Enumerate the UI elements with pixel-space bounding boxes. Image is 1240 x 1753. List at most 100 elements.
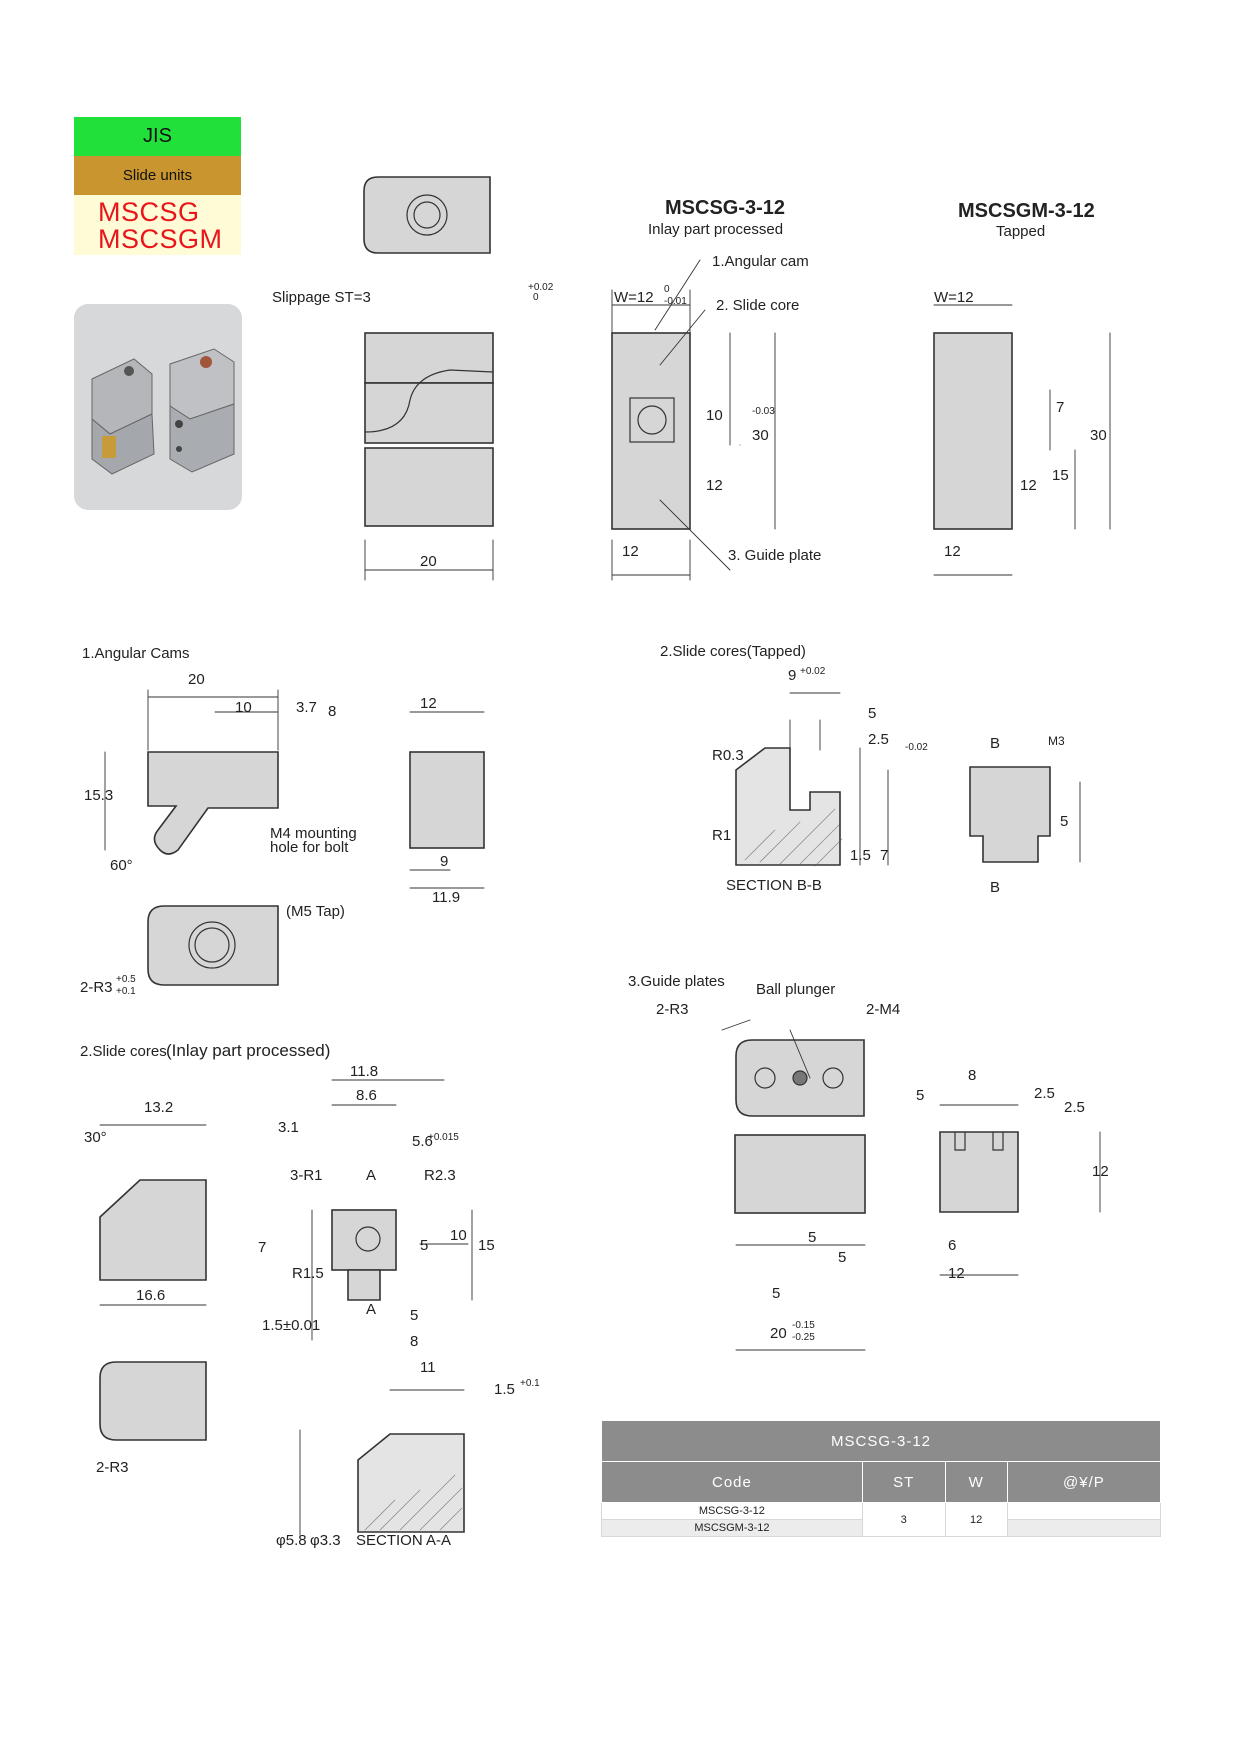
tapped-b-top: B [990,735,1000,752]
guide-d5-end: 5 [916,1087,924,1104]
inlay-d58: φ5.8 [276,1532,307,1549]
dim-12-m2: 12 [1020,477,1037,494]
angular-cam-plan [147,905,279,986]
inlay-r23: R2.3 [424,1167,456,1184]
inlay-r3: 2-R3 [96,1459,129,1476]
inlay-core-front [331,1209,397,1271]
inlay-d56: 5.6 [412,1133,433,1150]
inlay-core-tongue [347,1269,381,1301]
cams-d153: 15.3 [84,787,113,804]
part-3: 3. Guide plate [728,547,821,564]
table-row: MSCSG-3-12 3 12 [601,1502,1162,1537]
tapped-tol-p002: +0.02 [800,666,826,677]
inlay-a-bottom: A [366,1301,376,1318]
tapped-core-end [969,766,1051,863]
spec-table: MSCSG-3-12 Code ST W @¥/P MSCSG-3-12 3 1… [601,1420,1162,1537]
spec-table-title: MSCSG-3-12 [601,1420,1161,1462]
dim-12: 12 [706,477,723,494]
inlay-d118: 11.8 [350,1063,378,1080]
inlay-d132: 13.2 [144,1099,173,1116]
price-cell [1006,1502,1162,1520]
dim-20: 20 [420,553,437,570]
guide-d5-c: 5 [772,1285,780,1302]
inlay-d11: 11 [420,1359,436,1376]
table-row: MSCSGM-3-12 [601,1519,1162,1537]
inlay-d10: 10 [450,1227,467,1244]
inlay-r15: R1.5 [292,1265,324,1282]
product-codes: MSCSG MSCSGM [74,195,241,255]
guide-r3: 2-R3 [656,1001,689,1018]
part-2: 2. Slide core [716,297,799,314]
inlay-d15b: 1.5±0.01 [262,1317,320,1334]
guide-plate-front [734,1134,866,1214]
col-price: @¥/P [1006,1461,1162,1503]
inlay-d7: 7 [258,1239,266,1256]
cams-m5: (M5 Tap) [286,903,345,920]
inlay-section: SECTION A-A [356,1532,451,1549]
inlay-d33: φ3.3 [310,1532,341,1549]
inlay-d8: 8 [410,1333,418,1350]
product-photo [74,304,242,510]
inlay-d86: 8.6 [356,1087,377,1104]
tapped-r03: R0.3 [712,747,744,764]
w-cell: 12 [944,1502,1008,1537]
tapped-core-section [735,747,841,866]
guide-d20: 20 [770,1325,787,1342]
tapped-r1: R1 [712,827,731,844]
inlay-d5: 5 [420,1237,428,1254]
cams-angle: 60° [110,857,133,874]
cams-d9: 9 [440,853,448,870]
model2-sub: Tapped [996,223,1045,240]
guide-title: 3.Guide plates [628,973,725,990]
inlay-title-a: 2.Slide cores [80,1043,167,1060]
standard-badge: JIS [74,117,241,156]
guide-d5-b: 5 [838,1249,846,1266]
guide-d5-a: 5 [808,1229,816,1246]
guide-d25-b: 2.5 [1064,1099,1085,1116]
tol-m003: -0.03 [752,406,775,417]
tapped-d9: 9 [788,667,796,684]
category-label: Slide units [122,167,193,184]
inlay-core-plan [99,1361,207,1441]
product-code-1: MSCSG [98,197,200,227]
cams-title: 1.Angular Cams [82,645,190,662]
inlay-tol-p01: +0.1 [520,1378,540,1389]
guide-d8: 8 [968,1067,976,1084]
tapped-title: 2.Slide cores(Tapped) [660,643,806,660]
guide-d12: 12 [1092,1163,1109,1180]
col-w: W [944,1461,1008,1503]
guide-tol-m015: -0.15 [792,1320,815,1331]
col-st: ST [861,1461,946,1503]
price-cell [1006,1519,1162,1537]
tol-0-1: 0 [664,284,670,295]
tapped-d5: 5 [868,705,876,722]
inlay-d15c: 1.5 [494,1381,515,1398]
tapped-m3: M3 [1048,734,1065,748]
col-code: Code [601,1461,863,1503]
category-badge: Slide units [74,156,241,195]
dim-30-m2: 30 [1090,427,1107,444]
tapped-d7: 7 [880,847,888,864]
inlay-angle30: 30° [84,1129,107,1146]
inlay-tol-p0015: +0.015 [428,1132,459,1143]
inlay-title-b: (Inlay part processed) [166,1041,330,1060]
inlay-d5b: 5 [410,1307,418,1324]
angular-cam-side [147,751,279,855]
inlay-r1: 3-R1 [290,1167,323,1184]
cams-d12: 12 [420,695,437,712]
cams-d37: 3.7 [296,699,317,716]
mscsgm-front-view [933,332,1013,530]
top-plan-view [363,176,491,254]
guide-d25-a: 2.5 [1034,1085,1055,1102]
inlay-d15: 15 [478,1237,495,1254]
tapped-d15: 1.5 [850,847,871,864]
guide-plate-end [939,1131,1019,1213]
standard-label: JIS [143,125,172,147]
model1-title: MSCSG-3-12 [665,197,785,219]
guide-d6: 6 [948,1237,956,1254]
inlay-d31: 3.1 [278,1119,299,1136]
tapped-d25: 2.5 [868,731,889,748]
code-cell: MSCSG-3-12 [601,1502,863,1520]
section-a-a [357,1433,465,1533]
